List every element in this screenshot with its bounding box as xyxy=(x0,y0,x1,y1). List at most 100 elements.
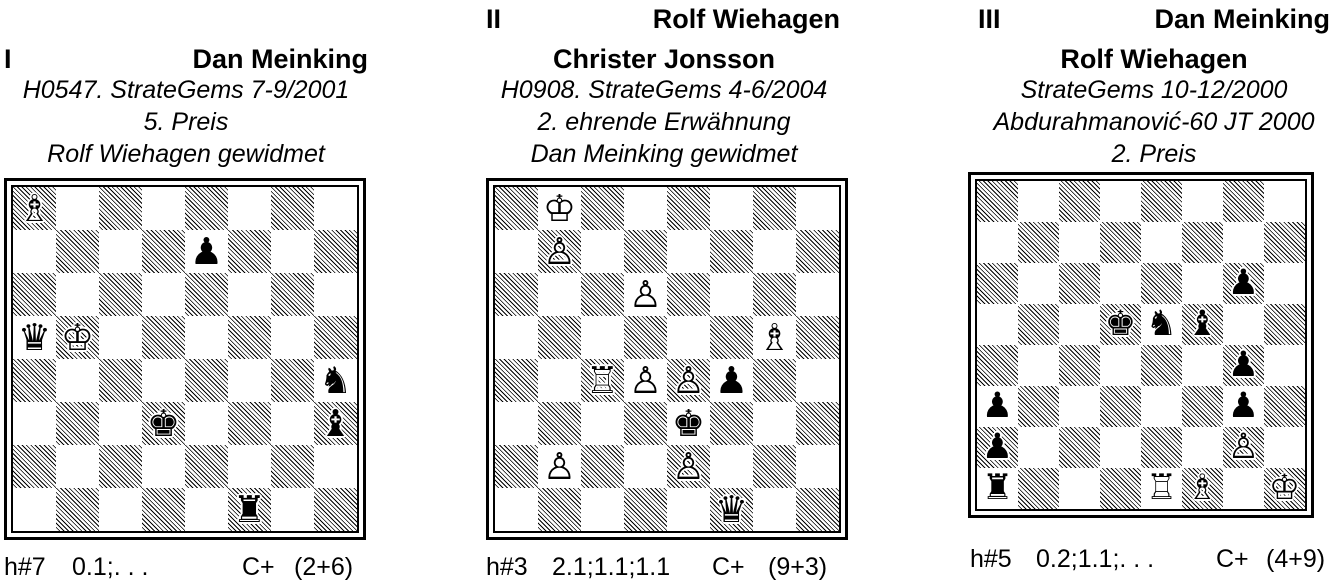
square-a7 xyxy=(13,230,56,273)
square-b3 xyxy=(1018,386,1059,427)
black-pawn-g3: ♟ xyxy=(1223,386,1264,427)
square-a4 xyxy=(13,359,56,402)
square-g6 xyxy=(271,273,314,316)
problem-source: H0547. StrateGems 7-9/2001 xyxy=(4,76,368,105)
computer-tested: C+ xyxy=(712,552,745,582)
problem-dedication: Dan Meinking gewidmet xyxy=(482,140,846,169)
square-h8 xyxy=(796,187,839,230)
square-b6 xyxy=(538,273,581,316)
square-g7 xyxy=(271,230,314,273)
square-e5 xyxy=(667,316,710,359)
problem-number: II xyxy=(486,4,501,34)
square-d7 xyxy=(624,230,667,273)
square-h5 xyxy=(314,316,357,359)
square-d7 xyxy=(142,230,185,273)
stipulation: h#7 xyxy=(4,552,46,582)
white-pawn-g2: ♙ xyxy=(1223,427,1264,468)
square-a6 xyxy=(13,273,56,316)
square-g5 xyxy=(271,316,314,359)
stipulation: h#3 xyxy=(486,552,528,582)
square-f2 xyxy=(228,445,271,488)
problem-tourney: Abdurahmanović-60 JT 2000 xyxy=(978,108,1330,137)
square-h8 xyxy=(1264,181,1305,222)
square-e5 xyxy=(185,316,228,359)
square-c6 xyxy=(99,273,142,316)
square-g1 xyxy=(271,488,314,531)
white-pawn-glyph: ♙ xyxy=(1228,430,1259,465)
stipulation-line: h#3 2.1;1.1;1.1 C+ (9+3) xyxy=(486,552,850,582)
square-a7 xyxy=(495,230,538,273)
black-pawn-glyph: ♟ xyxy=(982,430,1013,465)
white-pawn-d4: ♙ xyxy=(624,359,667,402)
square-f4 xyxy=(1182,345,1223,386)
square-h6 xyxy=(314,273,357,316)
problem-author: Rolf Wiehagen xyxy=(653,4,840,34)
stipulation: h#5 xyxy=(970,544,1012,574)
square-h6 xyxy=(1264,263,1305,304)
white-pawn-glyph: ♙ xyxy=(629,362,662,399)
white-pawn-e4: ♙ xyxy=(667,359,710,402)
square-b7 xyxy=(56,230,99,273)
square-c5 xyxy=(99,316,142,359)
chess-board-frame: ♔♙♙♗♖♙♙♟♚♙♙♛ xyxy=(486,178,848,540)
square-d3 xyxy=(624,402,667,445)
white-bishop-glyph: ♗ xyxy=(1187,471,1218,506)
white-bishop-glyph: ♗ xyxy=(18,190,51,227)
square-a5 xyxy=(495,316,538,359)
square-h7 xyxy=(1264,222,1305,263)
square-h2 xyxy=(796,445,839,488)
black-pawn-g4: ♟ xyxy=(1223,345,1264,386)
white-bishop-f1: ♗ xyxy=(1182,468,1223,509)
square-e7 xyxy=(667,230,710,273)
square-d2 xyxy=(624,445,667,488)
white-bishop-a8: ♗ xyxy=(13,187,56,230)
square-g5 xyxy=(1223,304,1264,345)
white-rook-e1: ♖ xyxy=(1141,468,1182,509)
black-king-d5: ♚ xyxy=(1100,304,1141,345)
square-a7 xyxy=(977,222,1018,263)
square-c1 xyxy=(99,488,142,531)
white-rook-glyph: ♖ xyxy=(1146,471,1177,506)
square-c1 xyxy=(581,488,624,531)
square-d5 xyxy=(624,316,667,359)
problem-author: Dan Meinking xyxy=(192,44,368,74)
square-h3 xyxy=(796,402,839,445)
black-pawn-glyph: ♟ xyxy=(1228,389,1259,424)
white-pawn-b2: ♙ xyxy=(538,445,581,488)
square-b2 xyxy=(1018,427,1059,468)
white-pawn-e2: ♙ xyxy=(667,445,710,488)
black-queen-f1: ♛ xyxy=(710,488,753,531)
square-e4 xyxy=(185,359,228,402)
square-h8 xyxy=(314,187,357,230)
black-king-glyph: ♚ xyxy=(672,405,705,442)
black-bishop-h3: ♝ xyxy=(314,402,357,445)
white-bishop-glyph: ♗ xyxy=(758,319,791,356)
problem-award: 2. Preis xyxy=(978,140,1330,169)
square-g4 xyxy=(271,359,314,402)
square-f4 xyxy=(228,359,271,402)
chess-board-frame: ♟♚♞♝♟♟♟♟♙♜♖♗♔ xyxy=(968,172,1314,518)
square-d8 xyxy=(624,187,667,230)
square-e8 xyxy=(185,187,228,230)
problem-1-header: I Dan Meinking xyxy=(4,44,368,74)
problem-award: 2. ehrende Erwähnung xyxy=(482,108,846,137)
square-h6 xyxy=(796,273,839,316)
square-e7 xyxy=(1141,222,1182,263)
square-b6 xyxy=(1018,263,1059,304)
problem-3-header: III Dan Meinking xyxy=(964,4,1330,34)
square-b1 xyxy=(1018,468,1059,509)
square-h4 xyxy=(1264,345,1305,386)
white-rook-c4: ♖ xyxy=(581,359,624,402)
square-d4 xyxy=(1100,345,1141,386)
black-rook-a1: ♜ xyxy=(977,468,1018,509)
square-h3 xyxy=(1264,386,1305,427)
black-pawn-a3: ♟ xyxy=(977,386,1018,427)
square-h5 xyxy=(796,316,839,359)
white-pawn-glyph: ♙ xyxy=(672,448,705,485)
problem-source: StrateGems 10-12/2000 xyxy=(978,76,1330,105)
black-pawn-glyph: ♟ xyxy=(982,389,1013,424)
chess-board: ♔♙♙♗♖♙♙♟♚♙♙♛ xyxy=(493,185,841,533)
square-h7 xyxy=(314,230,357,273)
square-c3 xyxy=(99,402,142,445)
square-c4 xyxy=(1059,345,1100,386)
